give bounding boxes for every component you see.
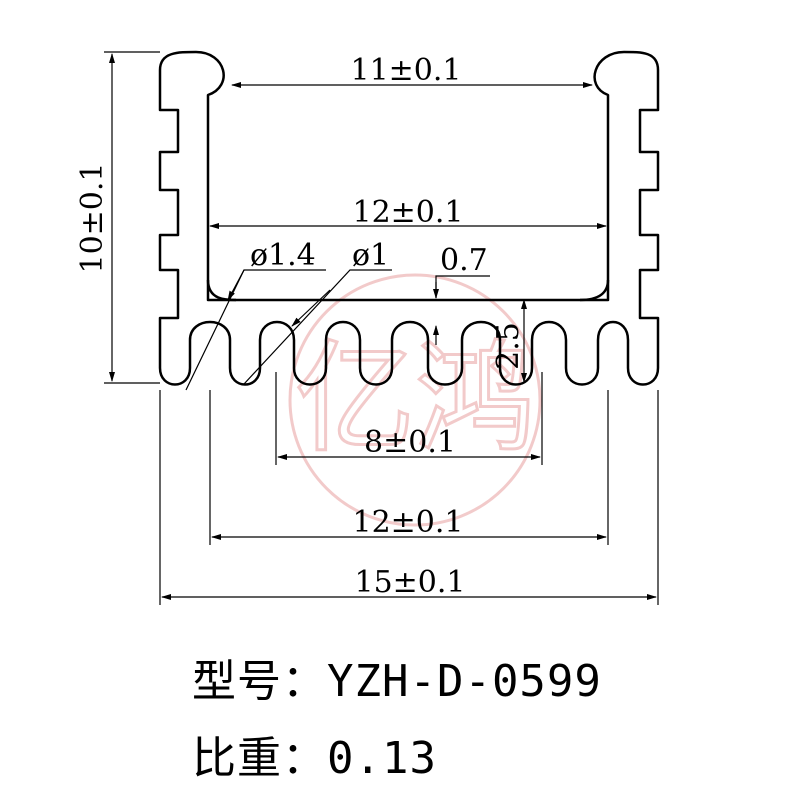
watermark: 亿鸿 (288, 273, 542, 527)
dim-overall-width: 15±0.1 (354, 565, 465, 600)
spec-model-line: 型号：YZH-D-0599 (192, 645, 602, 709)
dim-inner-top-width: 11±0.1 (350, 53, 461, 88)
dim-fin-height: 2.5 (491, 322, 526, 370)
dim-fin-span: 8±0.1 (364, 425, 456, 460)
dim-thickness: 0.7 (440, 243, 488, 278)
dim-height: 10±0.1 (75, 162, 110, 273)
heatsink-profile (158, 50, 660, 386)
dimension-lines (104, 51, 659, 605)
weight-value: 0.13 (327, 733, 437, 784)
dim-base-inner-width: 12±0.1 (352, 505, 463, 540)
cavity-floor (206, 279, 610, 302)
watermark-text: 亿鸿 (295, 330, 535, 469)
model-label: 型号： (192, 656, 327, 707)
dim-inner-width: 12±0.1 (352, 195, 463, 230)
spec-weight-line: 比重：0.13 (192, 722, 437, 786)
dim-fin-diameter: ø1 (352, 238, 389, 273)
model-value: YZH-D-0599 (327, 656, 602, 707)
dim-corner-diameter: ø1.4 (250, 238, 316, 273)
weight-label: 比重： (192, 733, 327, 784)
